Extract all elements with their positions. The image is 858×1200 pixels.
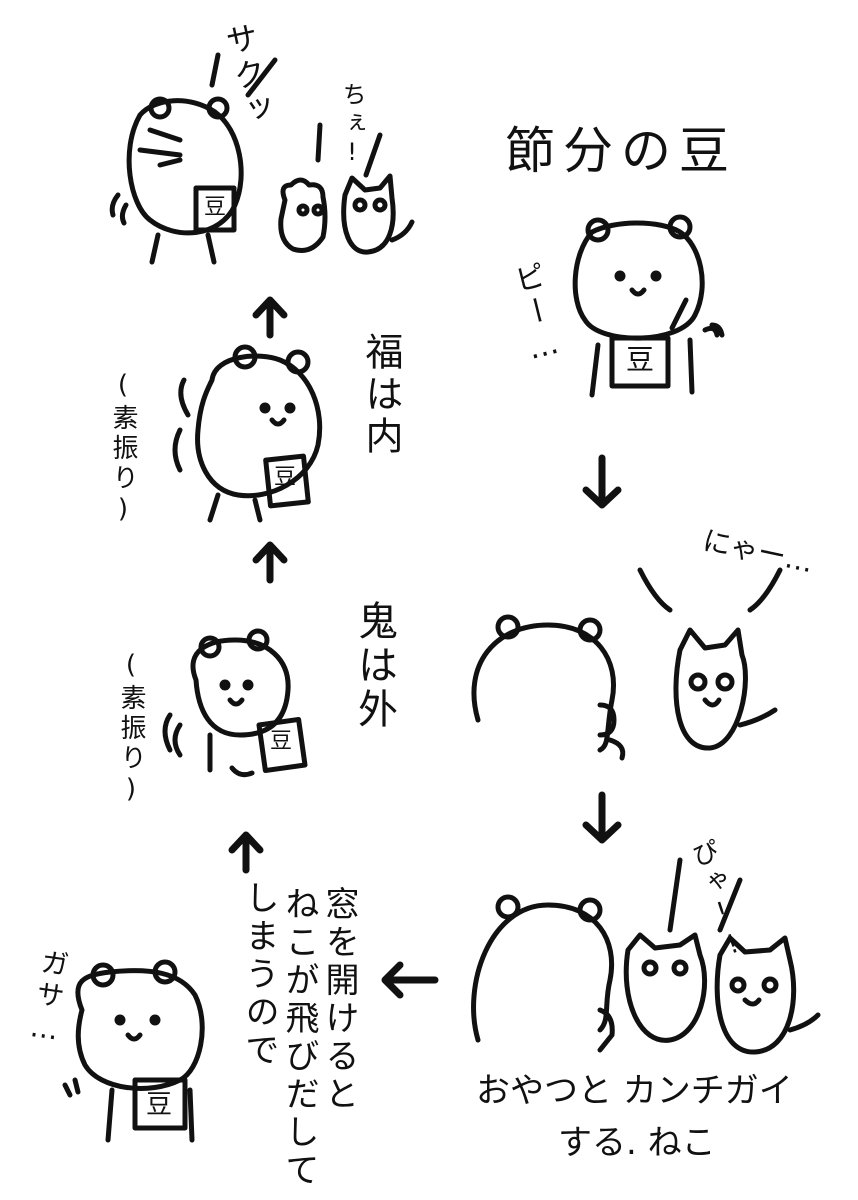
narration-column-1: 窓を開けると — [319, 886, 359, 1114]
comic-title: 節分の豆 — [505, 122, 737, 180]
narration-column-3: しまうので — [239, 880, 279, 1070]
bear-eating-beans — [109, 52, 415, 265]
bear-back-and-two-cats — [471, 857, 821, 1055]
narration-column-2: ねこが飛びだして — [279, 886, 319, 1190]
panel7-cat-sfx: ちぇ! — [338, 82, 366, 170]
bean-box-label: 豆 — [204, 195, 227, 220]
panel6-shout: 福は内 — [359, 332, 403, 458]
bear-holding-beans-1 — [572, 214, 725, 398]
bear-throwing-beans-1 — [162, 628, 308, 778]
bear-holding-beans-2 — [62, 959, 205, 1143]
panel3-caption-line2: する. ねこ — [558, 1123, 716, 1163]
panel5-note: (素振り) — [116, 650, 146, 808]
bear-throwing-beans-2 — [172, 344, 323, 523]
bean-box-label: 豆 — [274, 465, 297, 490]
panel5-shout: 鬼は外 — [351, 600, 397, 732]
flow-arrows — [228, 296, 622, 999]
bear-back-and-cat — [471, 567, 783, 761]
bean-box-label: 豆 — [270, 729, 293, 754]
bean-box-label: 豆 — [146, 1090, 173, 1120]
panel6-note: (素振り) — [108, 370, 138, 528]
panel3-caption-line1: おやつと カンチガイ — [476, 1071, 793, 1111]
bean-box-label: 豆 — [626, 343, 655, 376]
